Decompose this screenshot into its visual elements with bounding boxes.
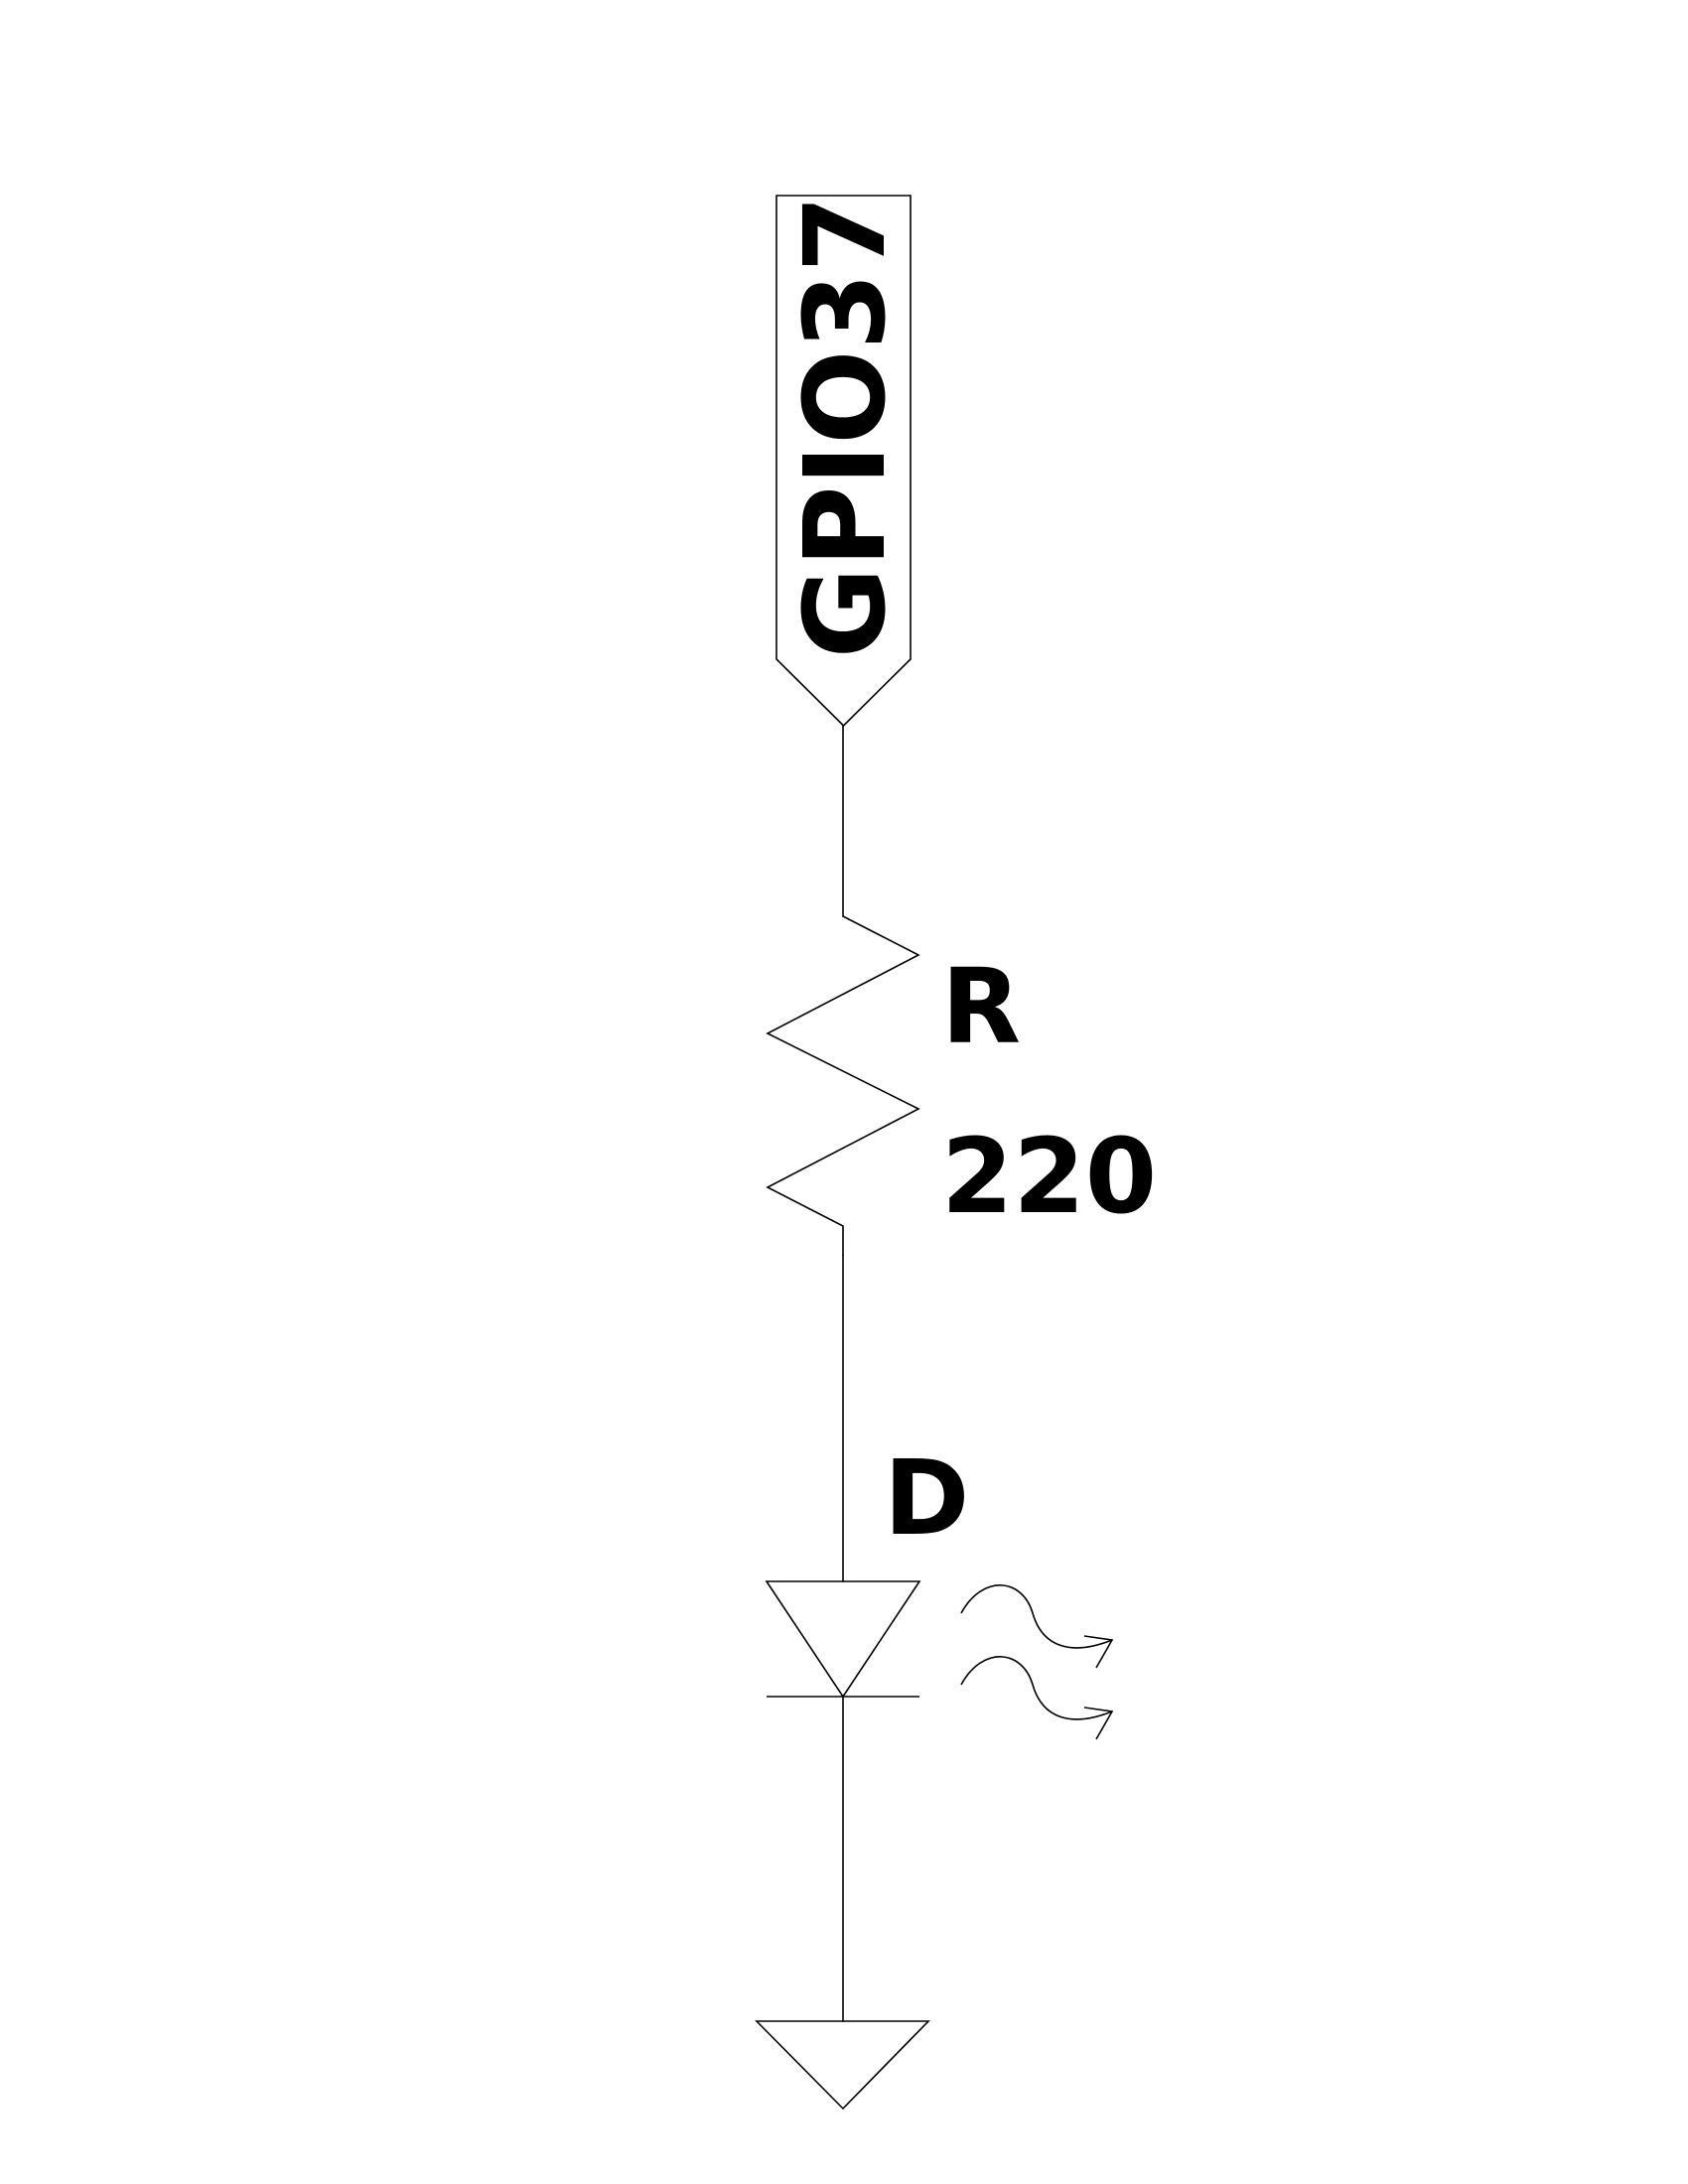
led-reference: D — [884, 1437, 969, 1559]
resistor-reference: R — [941, 946, 1021, 1067]
net-label-text: GPIO37 — [781, 196, 911, 659]
net-label-flag — [775, 195, 912, 728]
resistor-r: R 220 — [766, 915, 1157, 1256]
ground-symbol-icon — [755, 2020, 930, 2111]
led-d: D — [765, 1437, 1114, 1740]
resistor-zigzag — [766, 915, 920, 1256]
net-label-gpio37: GPIO37 — [775, 195, 912, 728]
resistor-value: 220 — [941, 1116, 1157, 1237]
led-triangle — [765, 1580, 921, 1699]
led-emission-arrows-icon — [960, 1584, 1114, 1740]
